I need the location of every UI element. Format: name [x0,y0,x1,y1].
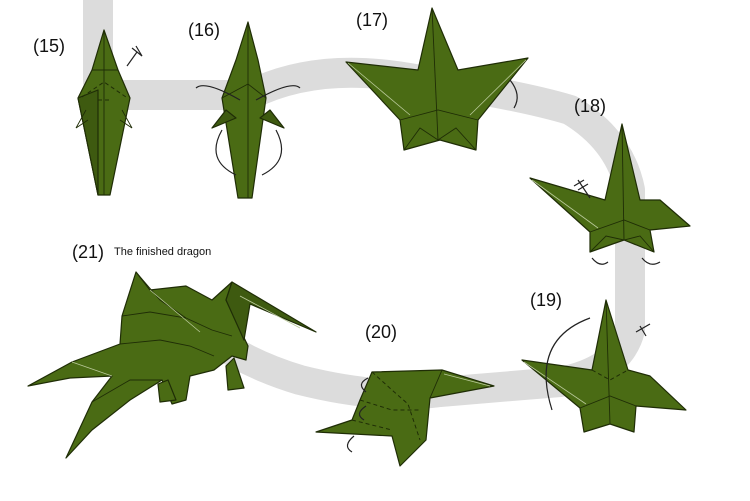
finished-dragon-model [27,271,317,459]
step-16-model [195,21,301,199]
step-21-label: (21) [72,242,105,262]
step-17-label: (17) [356,10,389,30]
finished-dragon-caption: The finished dragon [114,246,212,258]
sequence-path [83,0,645,410]
step-18-model [529,123,691,265]
step-16-label: (16) [188,20,221,40]
step-19-model [521,299,687,433]
step-19-label: (19) [530,290,563,310]
step-18-label: (18) [574,96,607,116]
step-20-label: (20) [365,322,398,342]
step-15-model [75,29,143,196]
step-17-model [345,7,529,151]
step-15-label: (15) [33,36,66,56]
step-20-model [315,369,495,467]
